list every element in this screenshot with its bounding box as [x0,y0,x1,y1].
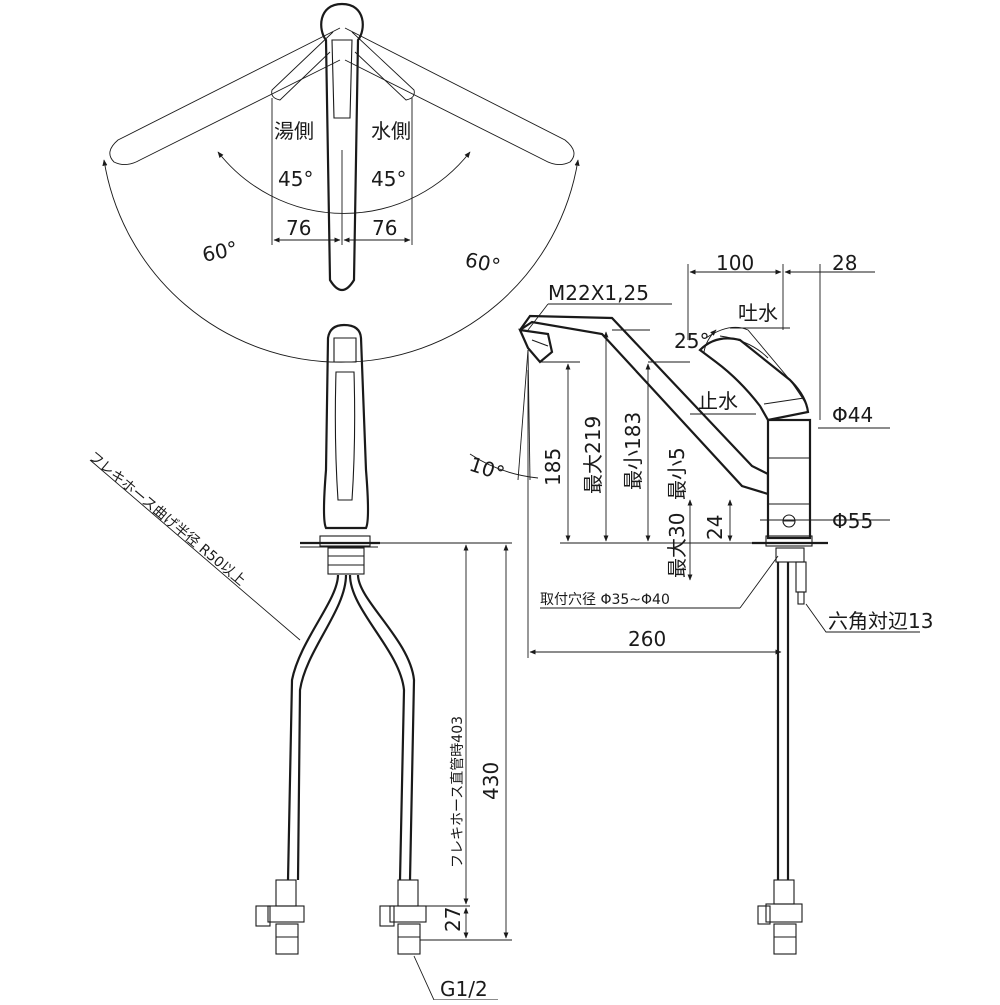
label-max-219: 最大219 [581,416,605,494]
outer-angle-arc [102,159,580,363]
hose-fitting-right [379,879,427,955]
hose-right-outer [356,574,416,881]
label-angle-45-right: 45° [371,167,406,191]
front-view: 430 27 フレキホース直管時403 フレキホース曲げ半径 R50以上 G1/… [85,323,512,1001]
label-g-thread: G1/2 [440,977,488,1000]
spout-tilt-arc [469,453,539,479]
front-base-plate [319,535,371,547]
hose-left-inner [296,574,348,881]
label-spout-tilt: 10° [466,452,507,486]
label-min-183: 最小183 [621,412,645,490]
side-body-cylinder [766,418,812,540]
inner-angle-arc [217,151,471,214]
front-lever-slot [334,371,356,501]
label-24: 24 [703,515,727,540]
label-76-right: 76 [372,216,397,240]
label-lever-angle: 25° [674,329,709,353]
label-min-5: 最小5 [665,447,689,500]
label-hex-13: 六角対辺13 [828,609,933,633]
top-view: 湯側 水側 45° 45° 76 76 60° 60° [102,2,580,363]
lever-ghost-right-60 [344,27,575,165]
lever-top-outline [320,2,364,292]
label-28: 28 [832,251,857,275]
label-angle-45-left: 45° [278,167,313,191]
lever-grip-slot [331,39,353,119]
hose-left-outer [286,574,340,881]
side-base-plate [765,535,813,547]
side-lever-ghost [705,326,807,405]
label-angle-60-right: 60° [463,247,503,278]
label-hot-side: 湯側 [274,119,314,143]
lever-ghost-left-60 [109,27,341,165]
label-angle-60-left: 60° [200,236,240,267]
front-mounting-nut [327,547,365,575]
side-hose-fitting [757,879,803,955]
side-hex-fitting [795,561,807,593]
label-100: 100 [716,251,754,275]
front-body-outline [322,323,370,530]
spout-outlet-tip [518,328,554,364]
label-27: 27 [441,907,465,932]
side-lever-closed [698,337,810,422]
side-view: 100 28 M22X1,25 吐水 25° 止水 Φ44 10° 185 最大… [466,251,933,955]
lever-ghost-right-45 [351,31,415,101]
hose-right-inner [348,574,406,881]
label-diameter-44: Φ44 [832,403,873,427]
label-430: 430 [479,762,503,800]
hose-fitting-left [255,879,305,955]
label-outlet: 吐水 [738,301,778,325]
lever-ghost-left-45 [271,31,334,101]
label-260: 260 [628,627,666,651]
side-mounting-nut [775,547,805,563]
label-hose-bend-radius: フレキホース曲げ半径 R50以上 [85,449,248,589]
front-spout-tip [333,337,357,363]
label-185: 185 [541,448,565,486]
label-diameter-55: Φ55 [832,509,873,533]
label-stop: 止水 [698,389,738,413]
label-76-left: 76 [286,216,311,240]
label-cold-side: 水側 [371,119,411,143]
leader-hose-bend [89,459,301,641]
label-outlet-thread: M22X1,25 [548,281,649,305]
lever-angle-arc [703,329,717,353]
label-max-30: 最大30 [665,513,689,578]
label-hose-straight-403: フレキホース直管時403 [449,716,466,868]
label-mounting-hole: 取付穴径 Φ35~Φ40 [540,592,670,608]
